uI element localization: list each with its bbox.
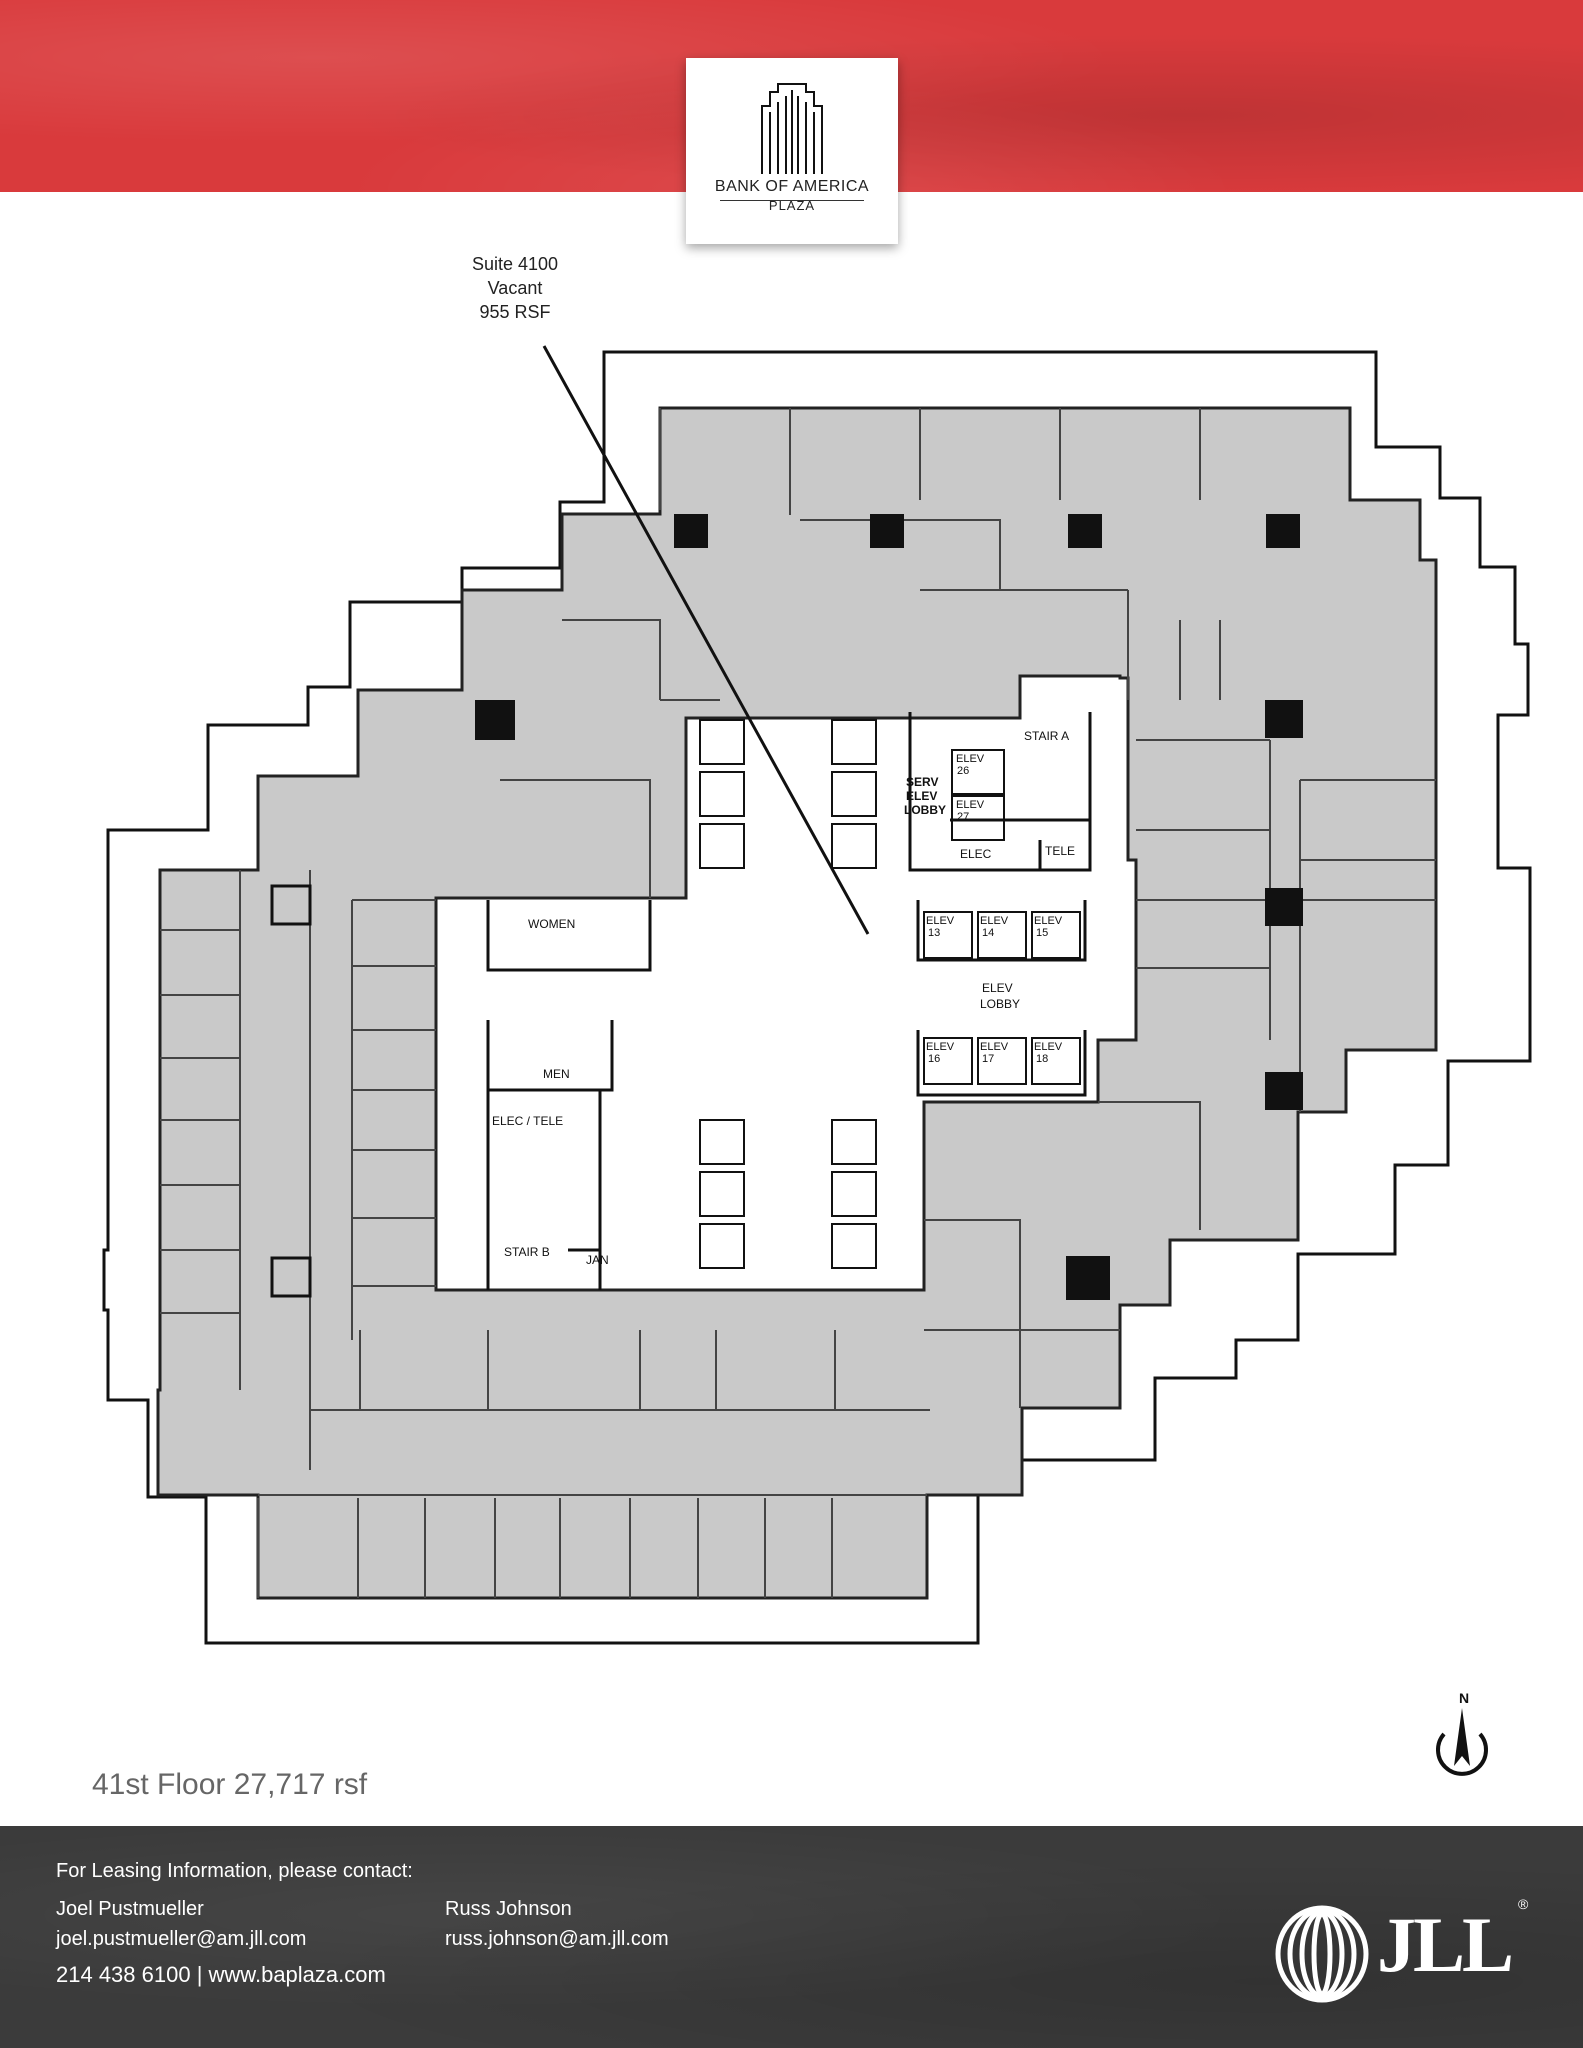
label-elev-18-word: ELEV bbox=[1034, 1041, 1063, 1053]
label-elev-13-word: ELEV bbox=[926, 915, 955, 927]
label-elev-15-word: ELEV bbox=[1034, 915, 1063, 927]
contact2-name: Russ Johnson bbox=[445, 1898, 572, 1920]
label-stair-b: STAIR B bbox=[504, 1245, 550, 1259]
callout-area: 955 RSF bbox=[479, 302, 551, 322]
callout-status: Vacant bbox=[487, 278, 543, 298]
structural-columns bbox=[475, 514, 1303, 1300]
label-elev-18: 18 bbox=[1036, 1053, 1048, 1065]
callout-leader bbox=[542, 345, 870, 935]
label-tele: TELE bbox=[1045, 844, 1075, 858]
label-serv: SERV bbox=[906, 775, 938, 789]
label-men: MEN bbox=[543, 1067, 570, 1081]
floor-caption: 41st Floor 27,717 rsf bbox=[92, 1768, 368, 1801]
jll-registered-mark: ® bbox=[1518, 1896, 1529, 1912]
logo-line1: BANK OF AMERICA bbox=[714, 178, 870, 195]
room-labels: WOMEN MEN ELEC / TELE STAIR B JAN STAIR … bbox=[492, 729, 1075, 1267]
floor-plan: WOMEN MEN ELEC / TELE STAIR B JAN STAIR … bbox=[102, 345, 1532, 1645]
label-stair-a: STAIR A bbox=[1024, 729, 1069, 743]
label-elec: ELEC bbox=[960, 847, 992, 861]
callout-suite: Suite 4100 bbox=[471, 254, 559, 274]
compass-north-label: N bbox=[1459, 1690, 1470, 1706]
office-walls bbox=[160, 408, 1436, 1598]
logo-line2: PLAZA bbox=[768, 198, 816, 213]
label-elev-13: 13 bbox=[928, 927, 940, 939]
label-elev-14: 14 bbox=[982, 927, 994, 939]
suite-callout: Suite 4100 Vacant 955 RSF bbox=[455, 252, 575, 324]
jll-logo-icon bbox=[1275, 1905, 1369, 2003]
hollow-columns bbox=[270, 884, 312, 1298]
contact1-email[interactable]: joel.pustmueller@am.jll.com bbox=[56, 1928, 307, 1950]
building-logo: BANK OF AMERICA PLAZA bbox=[686, 58, 898, 244]
label-elev-16-word: ELEV bbox=[926, 1041, 955, 1053]
label-elev-26: 26 bbox=[957, 765, 969, 777]
skyscraper-logo-icon bbox=[761, 83, 823, 174]
contact2-email[interactable]: russ.johnson@am.jll.com bbox=[445, 1928, 669, 1950]
label-elev-16: 16 bbox=[928, 1053, 940, 1065]
label-jan: JAN bbox=[586, 1253, 609, 1267]
north-arrow-icon bbox=[1436, 1708, 1488, 1776]
label-elev-14-word: ELEV bbox=[980, 915, 1009, 927]
label-elev-lobby-1: ELEV bbox=[982, 981, 1013, 995]
building-outline bbox=[102, 350, 1532, 1645]
footer-band bbox=[0, 1826, 1583, 2048]
logo-rule bbox=[720, 200, 864, 201]
label-elev-15: 15 bbox=[1036, 927, 1048, 939]
label-elev-17: 17 bbox=[982, 1053, 994, 1065]
label-elec-tele: ELEC / TELE bbox=[492, 1114, 563, 1128]
contact1-name: Joel Pustmueller bbox=[56, 1898, 204, 1920]
label-serv-elev: ELEV bbox=[906, 789, 937, 803]
jll-wordmark: JLL bbox=[1377, 1901, 1514, 1988]
label-serv-lobby: LOBBY bbox=[904, 803, 946, 817]
label-elev-17-word: ELEV bbox=[980, 1041, 1009, 1053]
core-walls bbox=[486, 712, 1092, 1290]
label-women: WOMEN bbox=[528, 917, 575, 931]
label-elev-27-word: ELEV bbox=[956, 799, 985, 811]
label-elev-26-word: ELEV bbox=[956, 753, 985, 765]
leasing-intro: For Leasing Information, please contact: bbox=[56, 1860, 413, 1882]
label-elev-27: 27 bbox=[957, 811, 969, 823]
label-elev-lobby-2: LOBBY bbox=[980, 997, 1020, 1011]
phone-and-website[interactable]: 214 438 6100 | www.baplaza.com bbox=[56, 1962, 386, 1987]
elevator-banks bbox=[699, 719, 1081, 1269]
